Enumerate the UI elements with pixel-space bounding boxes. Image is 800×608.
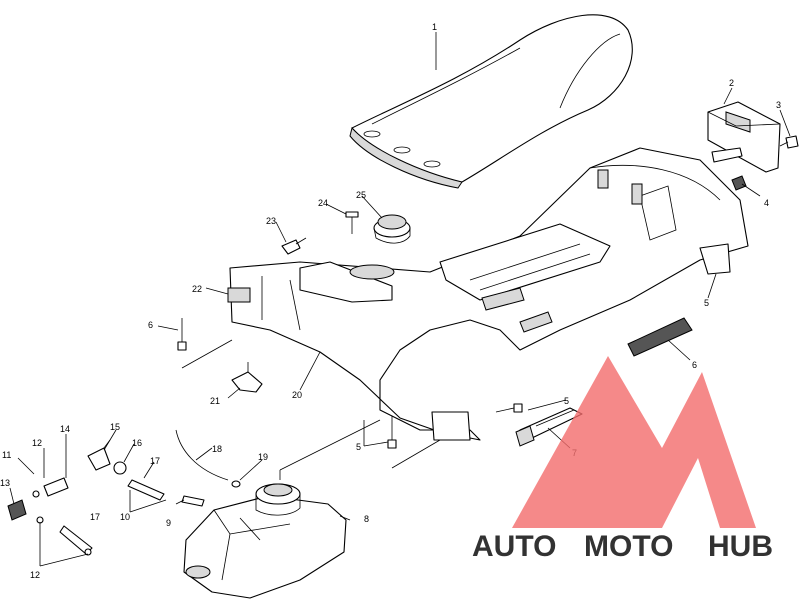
label-16: 16: [132, 438, 142, 448]
push-rivet-part: [281, 237, 307, 255]
label-5b: 5: [564, 396, 569, 406]
label-17b: 17: [90, 512, 100, 522]
label-12b: 12: [30, 570, 40, 580]
label-23: 23: [266, 216, 276, 226]
label-18: 18: [212, 444, 222, 454]
bracket-part: [231, 362, 263, 393]
seat-base-part: [227, 147, 749, 441]
traction-strip-part: [627, 317, 693, 357]
label-17a: 17: [150, 456, 160, 466]
label-15: 15: [110, 422, 120, 432]
label-3: 3: [776, 100, 781, 110]
label-12a: 12: [32, 438, 42, 448]
filter-part: [113, 461, 127, 475]
fuel-cap-part: [373, 214, 411, 244]
label-11: 11: [2, 450, 11, 460]
clip-part: [731, 175, 747, 191]
label-14: 14: [60, 424, 70, 434]
tube-part: [59, 479, 205, 555]
label-6b: 6: [692, 360, 697, 370]
label-9: 9: [166, 518, 171, 528]
footrest-part: [515, 407, 583, 447]
watermark-logo: AUTO MOTO HUB: [472, 356, 773, 563]
fuel-tank-part: [183, 483, 347, 599]
label-25: 25: [356, 190, 366, 200]
watermark-text-hub: HUB: [708, 530, 773, 563]
rivet-part-2: [495, 403, 523, 413]
grommet-part: [231, 480, 241, 488]
watermark-text-moto: MOTO: [584, 530, 673, 563]
label-22: 22: [192, 284, 202, 294]
watermark-text-auto: AUTO: [472, 530, 556, 563]
label-24: 24: [318, 198, 328, 208]
label-10: 10: [120, 512, 130, 522]
seat-bracket-part: [707, 101, 781, 173]
leader-lines: [9, 32, 791, 567]
elbow-fitting-part: [87, 439, 111, 471]
label-1: 1: [432, 22, 437, 32]
connector-part: [32, 477, 92, 556]
valve-part: [7, 499, 27, 521]
label-21: 21: [210, 396, 220, 406]
label-4: 4: [764, 198, 769, 208]
label-13: 13: [0, 478, 10, 488]
bolt-part: [779, 135, 799, 149]
watermark-triangle-icon: [512, 356, 756, 528]
label-6a: 6: [148, 320, 153, 330]
label-8: 8: [364, 514, 369, 524]
part-labels: 1 2 3 4 5 6 6 5 7 5 8 9 10 11 12 12 13 1…: [0, 22, 781, 580]
label-19: 19: [258, 452, 268, 462]
screw-part: [345, 211, 359, 234]
label-5a: 5: [704, 298, 709, 308]
fuel-hose-part: [175, 429, 229, 481]
label-2: 2: [729, 78, 734, 88]
seat-part: [349, 14, 633, 189]
label-20: 20: [292, 390, 302, 400]
label-5c: 5: [356, 442, 361, 452]
rivet-part: [177, 318, 397, 449]
